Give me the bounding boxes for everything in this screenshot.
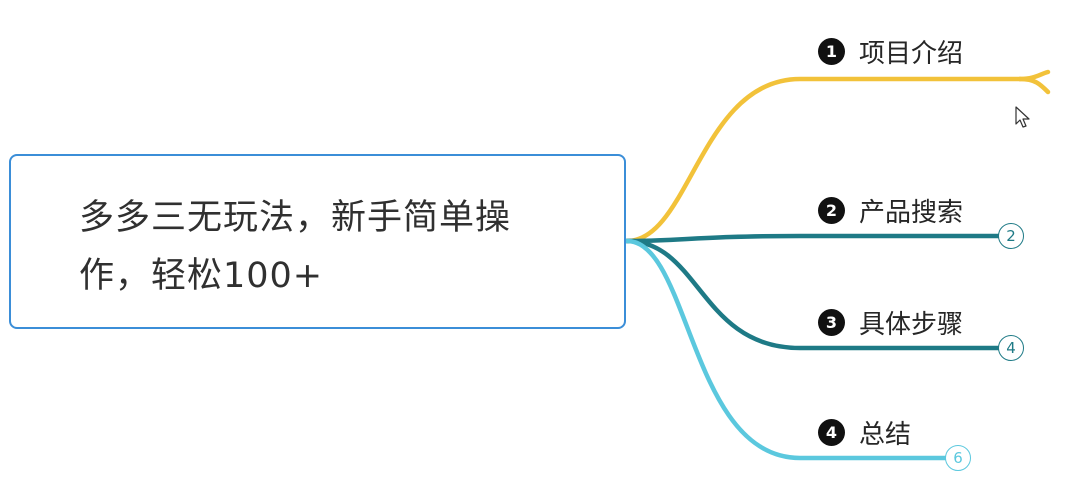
link-specific-steps bbox=[624, 238, 1001, 351]
topic-label: 项目介绍 bbox=[859, 38, 964, 69]
link-summary bbox=[624, 238, 948, 461]
topic-number-badge: 1 bbox=[818, 37, 845, 65]
topic-number-badge: 2 bbox=[818, 196, 845, 224]
mouse-pointer-icon bbox=[1015, 106, 1030, 128]
topic-summary[interactable]: 4 总结 bbox=[818, 414, 911, 450]
collapsed-count-badge-specific-steps[interactable]: 4 bbox=[998, 335, 1024, 361]
topic-project-intro[interactable]: 1 项目介绍 bbox=[818, 33, 963, 69]
topic-label: 产品搜索 bbox=[859, 197, 964, 228]
collapsed-count-badge-product-search[interactable]: 2 bbox=[998, 223, 1024, 249]
topic-label: 总结 bbox=[859, 419, 912, 450]
central-topic-node[interactable]: 多多三无玩法，新手简单操作，轻松100+ bbox=[9, 154, 626, 329]
collapsed-count-badge-summary[interactable]: 6 bbox=[945, 445, 971, 471]
topic-label: 具体步骤 bbox=[859, 309, 964, 340]
topic-number-badge: 4 bbox=[818, 418, 845, 446]
topic-specific-steps[interactable]: 3 具体步骤 bbox=[818, 304, 963, 340]
central-topic-title: 多多三无玩法，新手简单操作，轻松100+ bbox=[79, 198, 512, 296]
topic-product-search[interactable]: 2 产品搜索 bbox=[818, 192, 963, 228]
topic-number-badge: 3 bbox=[818, 308, 845, 336]
link-product-search bbox=[624, 233, 1001, 244]
link-project-intro bbox=[624, 76, 1023, 244]
link-project-intro-tail-down bbox=[1017, 76, 1051, 95]
